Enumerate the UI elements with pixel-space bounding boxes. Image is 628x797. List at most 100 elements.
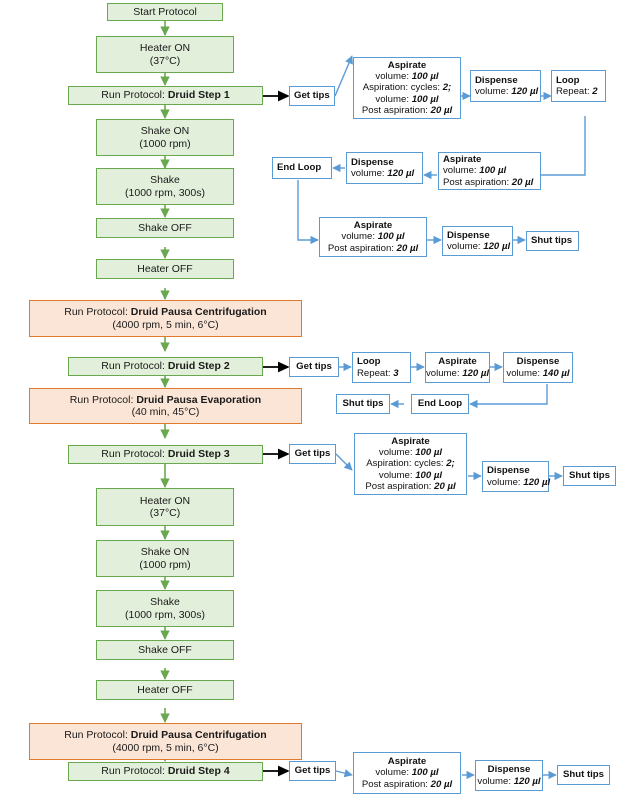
node-label-line1: Run Protocol: Druid Pausa Evaporation [69,393,262,406]
node-pausa-centrifugation-1[interactable]: Run Protocol: Druid Pausa Centrifugation… [29,300,302,337]
node-title: Loop [556,74,580,86]
node-label-line2: (37°C) [149,54,181,67]
node-step1-dispense-b[interactable]: Dispense volume: 120 µl [346,152,423,184]
node-shake-off-1[interactable]: Shake OFF [96,218,234,238]
node-title: Dispense [516,356,560,368]
node-title: Aspirate [353,220,393,232]
node-line-post-aspiration: Post aspiration: 20 µl [361,778,453,790]
node-step2-aspirate[interactable]: Aspirate volume: 120 µl [425,352,490,383]
node-label-line2: (4000 rpm, 5 min, 6°C) [112,741,219,754]
node-run-protocol-step-1[interactable]: Run Protocol: Druid Step 1 [68,86,263,105]
node-run-protocol-step-4[interactable]: Run Protocol: Druid Step 4 [68,762,263,781]
node-shake-on-1[interactable]: Shake ON (1000 rpm) [96,119,234,156]
node-line-volume: volume: 120 µl [447,241,511,252]
node-label-line1: Run Protocol: Druid Pausa Centrifugation [64,729,267,742]
node-step1-loop[interactable]: Loop Repeat: 2 [551,70,606,102]
node-shake-2[interactable]: Shake (1000 rpm, 300s) [96,590,234,627]
node-step1-aspirate-c[interactable]: Aspirate volume: 100 µl Post aspiration:… [319,217,427,257]
node-label: Shut tips [568,470,611,482]
black-branch-arrows [263,90,290,777]
node-shake-1[interactable]: Shake (1000 rpm, 300s) [96,168,234,205]
node-pausa-evaporation[interactable]: Run Protocol: Druid Pausa Evaporation (4… [29,388,302,424]
node-step4-dispense[interactable]: Dispense volume: 120 µl [475,760,543,791]
node-step4-get-tips[interactable]: Get tips [289,761,336,781]
node-label: Start Protocol [133,5,197,18]
node-start-protocol[interactable]: Start Protocol [107,3,223,21]
node-step3-get-tips[interactable]: Get tips [289,444,336,464]
node-line-volume: volume: 100 µl [378,447,443,459]
node-heater-off-2[interactable]: Heater OFF [96,680,234,700]
node-step2-dispense[interactable]: Dispense volume: 140 µl [503,352,573,383]
node-run-protocol-step-3[interactable]: Run Protocol: Druid Step 3 [68,445,263,464]
node-label: Run Protocol: Druid Step 4 [101,765,230,778]
node-label-line1: Heater ON [139,494,191,507]
node-title: Aspirate [391,435,430,447]
node-label: Shut tips [562,769,605,781]
node-label-line1: Heater ON [139,42,191,55]
blue-branch-arrows [297,55,586,780]
node-pausa-centrifugation-2[interactable]: Run Protocol: Druid Pausa Centrifugation… [29,723,302,760]
node-line-volume: volume: 120 µl [475,86,539,97]
node-title: Dispense [351,156,394,168]
node-label-line2: (4000 rpm, 5 min, 6°C) [112,318,219,331]
node-title: Aspirate [387,756,427,768]
node-label: Heater OFF [137,683,193,696]
node-line-repeat: Repeat: 3 [357,367,399,379]
node-step1-dispense-a[interactable]: Dispense volume: 120 µl [470,70,541,102]
node-label: Run Protocol: Druid Step 3 [101,448,230,461]
node-label: End Loop [277,162,322,174]
node-step4-aspirate[interactable]: Aspirate volume: 100 µl Post aspiration:… [353,752,461,794]
node-label: Heater OFF [137,262,193,275]
node-step2-end-loop[interactable]: End Loop [411,394,469,414]
node-line-volume: volume: 100 µl [341,231,405,243]
node-title: Aspirate [438,356,477,368]
node-line-volume: volume: 100 µl [375,767,439,779]
node-label-line1: Shake [150,596,180,609]
node-shake-off-2[interactable]: Shake OFF [96,640,234,660]
node-step3-shut-tips[interactable]: Shut tips [563,466,616,486]
node-label: End Loop [417,398,463,410]
node-label: Run Protocol: Druid Step 2 [101,360,230,373]
node-label-line1: Shake ON [140,125,190,138]
node-heater-on-1[interactable]: Heater ON (37°C) [96,36,234,73]
node-line-volume: volume: 100 µl [443,165,507,177]
node-line-volume: volume: 120 µl [351,168,415,179]
node-line-volume: volume: 120 µl [487,476,551,488]
node-line-post-aspiration: Post aspiration: 20 µl [327,242,419,254]
node-label: Run Protocol: Druid Step 1 [101,89,230,102]
node-step1-end-loop[interactable]: End Loop [272,157,332,179]
node-label-line2: (1000 rpm) [139,558,191,571]
node-label-line2: (1000 rpm) [139,137,191,150]
node-step1-get-tips[interactable]: Get tips [289,86,335,106]
node-line-cycles: Aspiration: cycles: 2; [362,82,452,94]
node-step1-shut-tips[interactable]: Shut tips [526,231,579,251]
node-step2-shut-tips[interactable]: Shut tips [336,394,390,414]
node-heater-on-2[interactable]: Heater ON (37°C) [96,488,234,526]
node-label-line1: Shake [150,174,180,187]
node-step3-dispense[interactable]: Dispense volume: 120 µl [482,461,551,492]
node-title: Loop [357,356,381,368]
node-step4-shut-tips[interactable]: Shut tips [557,765,610,785]
node-step2-get-tips[interactable]: Get tips [289,357,339,377]
node-label: Shut tips [342,398,384,410]
node-step1-dispense-c[interactable]: Dispense volume: 120 µl [442,226,513,256]
node-step1-aspirate-b[interactable]: Aspirate volume: 100 µl Post aspiration:… [438,152,541,190]
node-step1-aspirate-a[interactable]: Aspirate volume: 100 µl Aspiration: cycl… [353,57,461,119]
node-line-volume: volume: 140 µl [506,367,570,379]
node-run-protocol-step-2[interactable]: Run Protocol: Druid Step 2 [68,357,263,376]
node-line-post-aspiration: Post aspiration: 20 µl [361,104,453,116]
node-line-cycles: Aspiration: cycles: 2; [366,458,455,470]
node-step3-aspirate[interactable]: Aspirate volume: 100 µl Aspiration: cycl… [354,433,467,495]
node-label: Get tips [294,90,330,102]
node-title: Aspirate [387,59,427,71]
node-line-post-aspiration: Post aspiration: 20 µl [443,176,534,188]
node-label: Shake OFF [138,643,192,656]
node-label: Get tips [296,361,332,373]
node-heater-off-1[interactable]: Heater OFF [96,259,234,279]
node-label-line2: (37°C) [149,507,181,519]
node-line-volume2: volume: 100 µl [378,469,443,481]
node-step2-loop[interactable]: Loop Repeat: 3 [352,352,411,383]
node-shake-on-2[interactable]: Shake ON (1000 rpm) [96,540,234,577]
node-label: Get tips [294,765,331,777]
